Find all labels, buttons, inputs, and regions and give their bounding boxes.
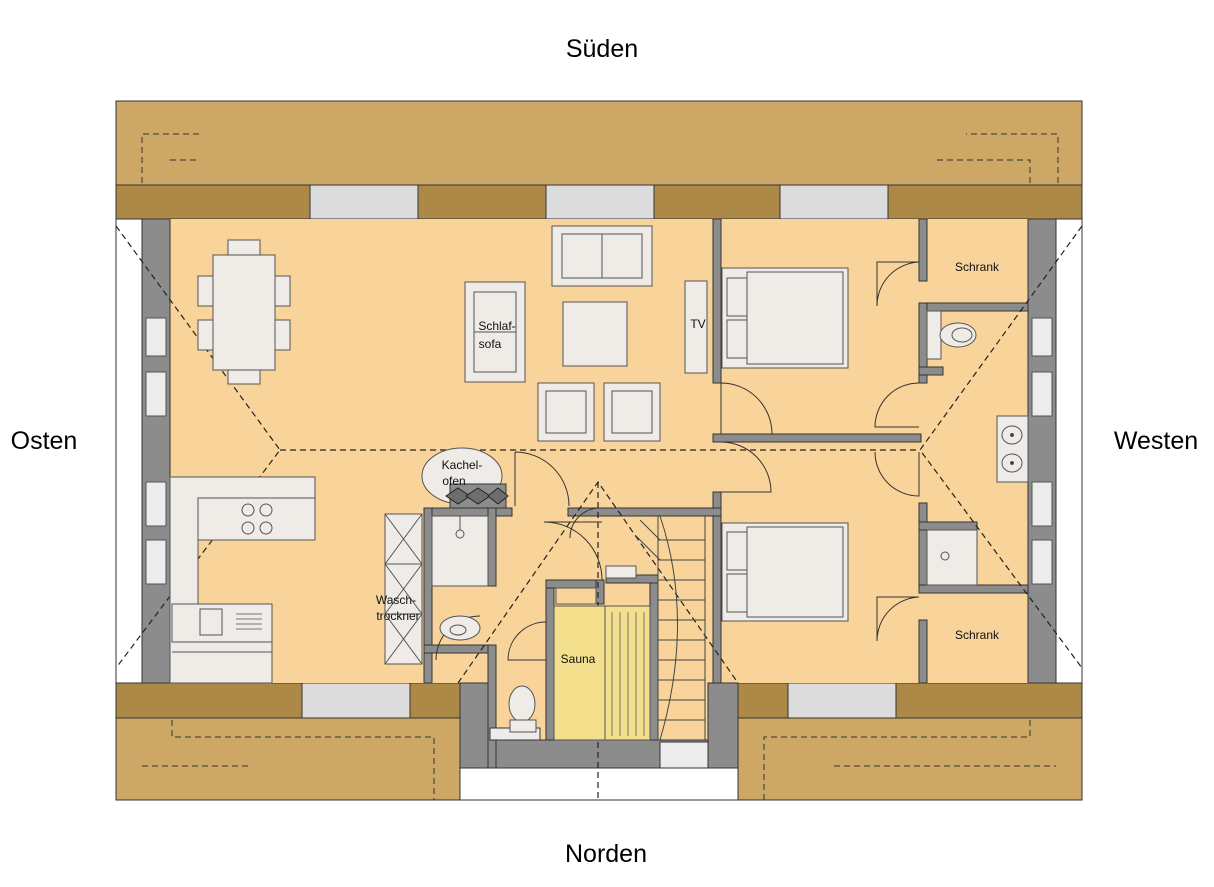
sauna-cabin	[553, 565, 651, 741]
bath-basin	[439, 615, 481, 641]
label-kachel-line2: ofen	[442, 474, 465, 488]
double-bed-upper	[721, 267, 849, 369]
doors	[435, 261, 920, 661]
sofa-bed	[464, 281, 526, 383]
label-wasch-line2: trockner	[376, 609, 419, 623]
roof-south	[115, 100, 1083, 220]
tiled-stove	[421, 447, 509, 509]
sofa-top	[551, 225, 653, 287]
toilet-west	[926, 310, 977, 360]
coffee-table	[562, 301, 628, 367]
tv-stand	[684, 280, 708, 374]
toilet-bath	[508, 685, 537, 733]
label-sofa-line1: Schlaf-	[478, 319, 515, 333]
compass-east: Osten	[11, 427, 78, 455]
wall-west	[1027, 218, 1057, 684]
label-schrank-bottom: Schrank	[955, 628, 1000, 642]
washer-dryer	[384, 513, 423, 665]
wall-east	[141, 218, 171, 684]
label-tv: TV	[690, 317, 705, 331]
dining-table	[197, 239, 291, 385]
double-bed-lower	[721, 522, 849, 622]
interior-walls	[423, 218, 1029, 769]
compass-west: Westen	[1114, 427, 1198, 455]
sink-lines	[236, 613, 262, 630]
plan-frame	[115, 100, 1083, 801]
washbasin-west	[926, 529, 978, 586]
compass-north: Norden	[565, 840, 647, 868]
roof-slope-lines	[115, 225, 1083, 800]
kitchen-counter	[169, 476, 316, 684]
armchairs	[537, 382, 661, 442]
label-sauna: Sauna	[561, 652, 596, 666]
label-sofa-line2: sofa	[479, 337, 502, 351]
label-kachel-line1: Kachel-	[442, 458, 483, 472]
utility-sink	[431, 515, 489, 587]
compass-south: Süden	[566, 35, 638, 63]
washbasin-double	[996, 415, 1029, 483]
staircase	[635, 515, 706, 741]
label-wasch-line1: Wasch-	[376, 593, 416, 607]
roof-north	[115, 682, 1083, 801]
label-schrank-top: Schrank	[955, 260, 1000, 274]
